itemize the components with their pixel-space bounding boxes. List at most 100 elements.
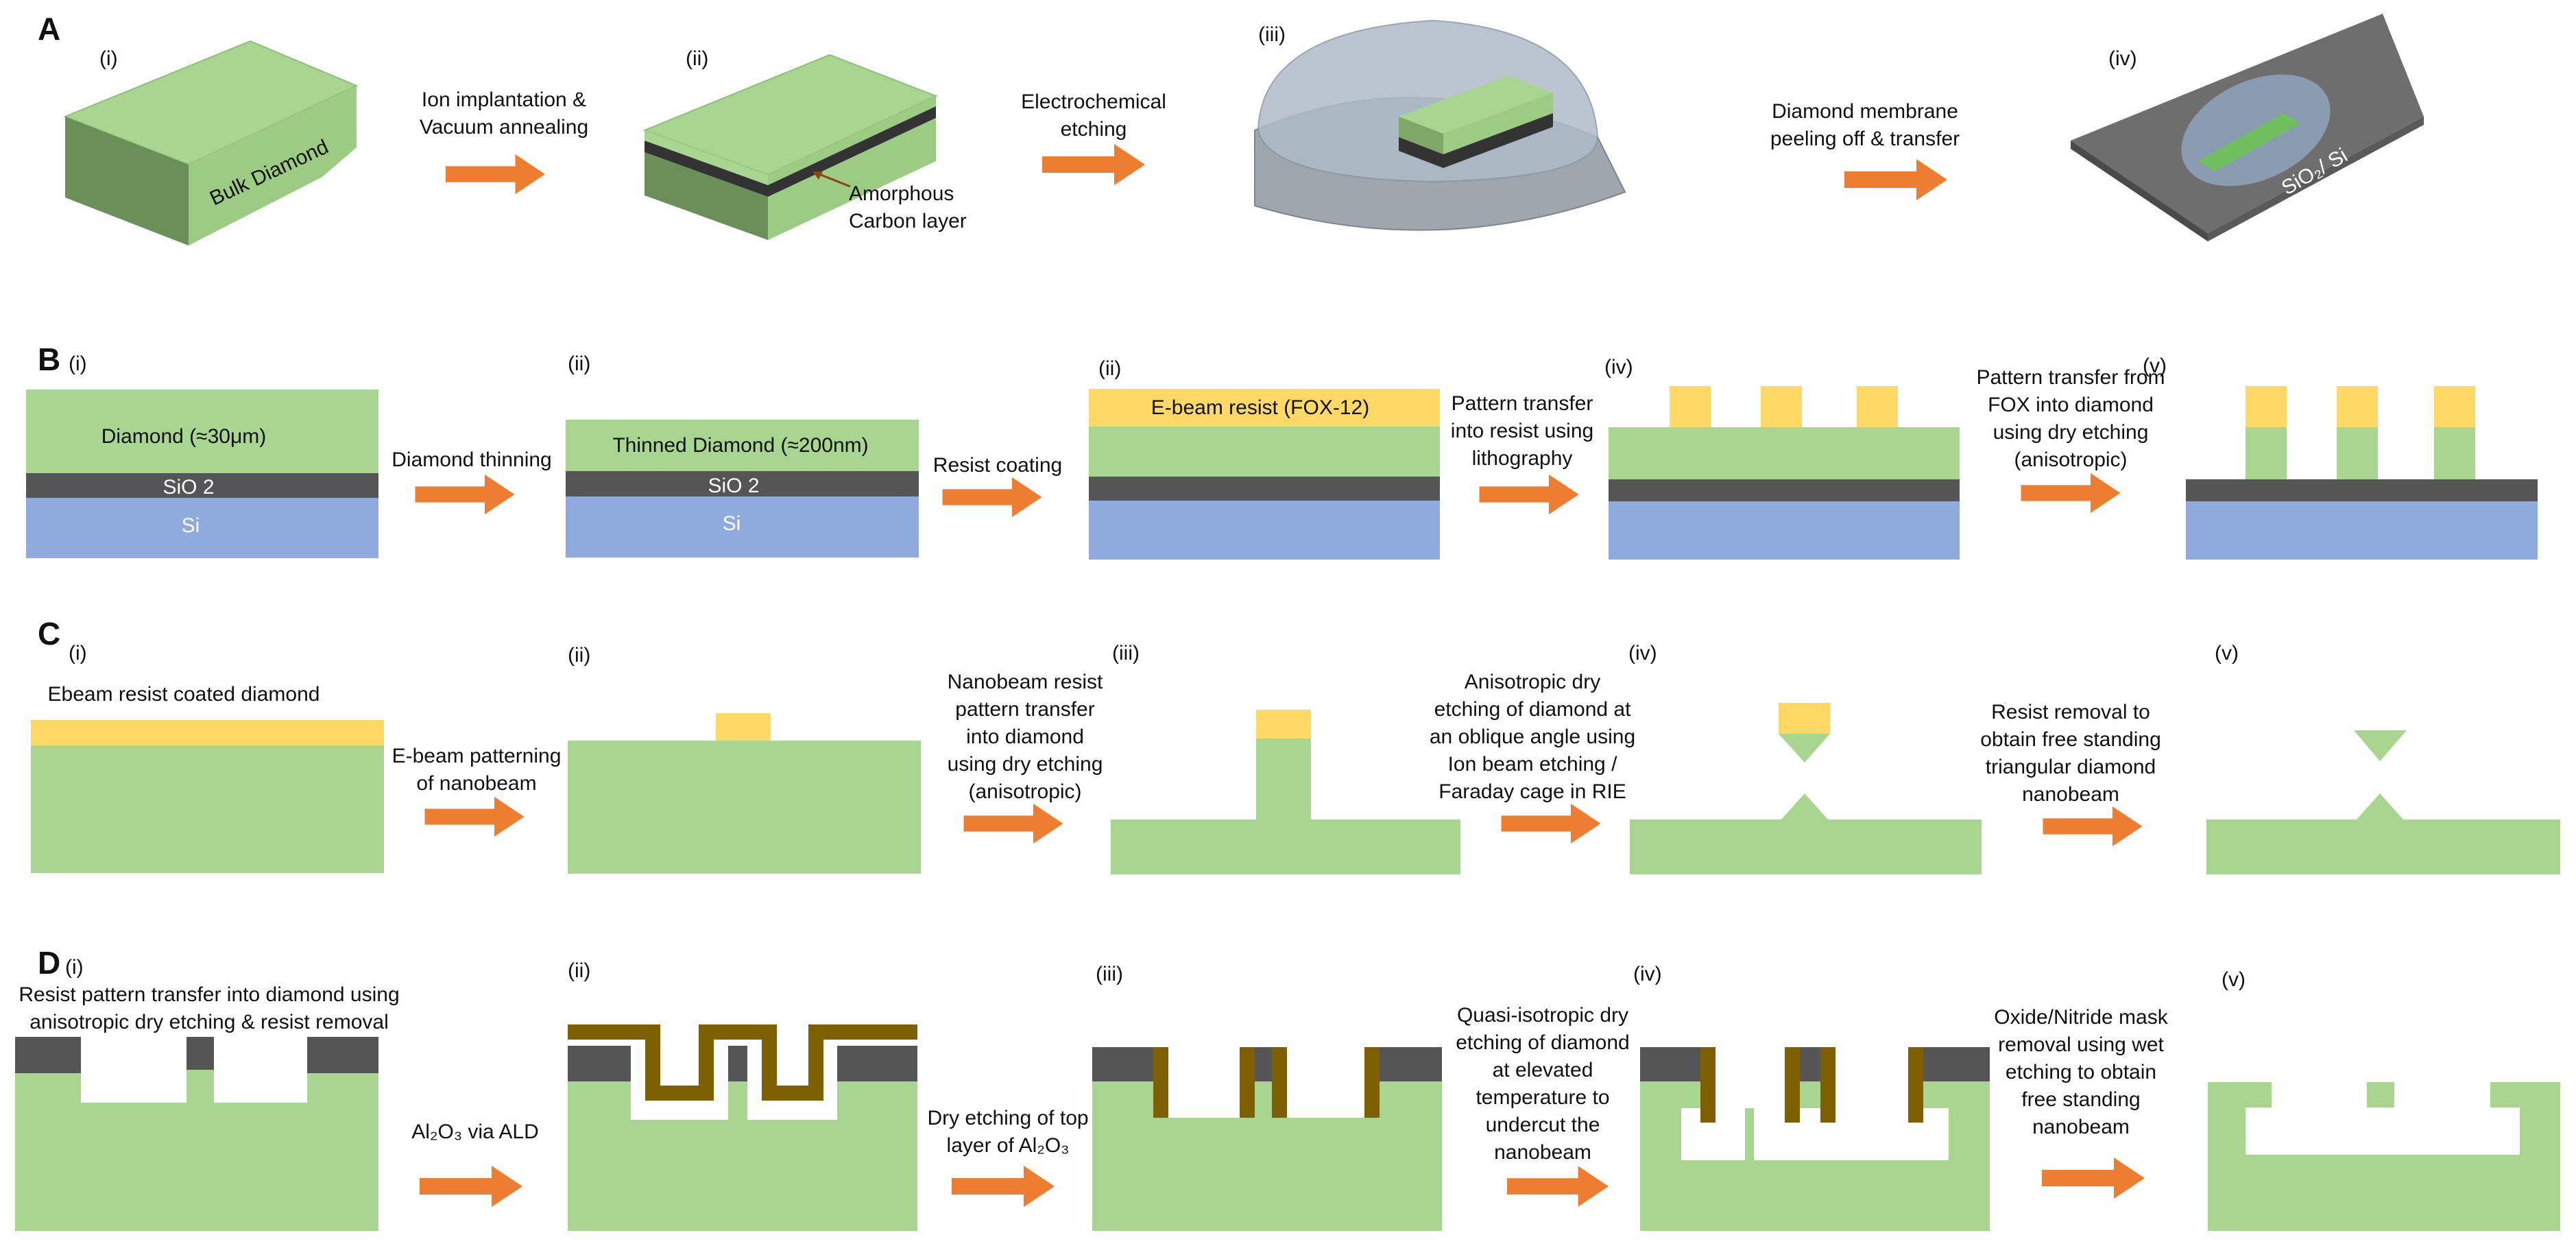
step-number: (v) [2215, 642, 2239, 664]
callout-label: Amorphous [849, 182, 954, 205]
resist-pillar [2337, 386, 2378, 427]
hard-mask [186, 1037, 214, 1070]
membrane-front-dark [1399, 137, 1443, 168]
panel-c-i: (i) Ebeam resist coated diamond [31, 642, 384, 873]
hard-mask [1640, 1047, 1702, 1081]
si-layer-label: Si [182, 514, 200, 537]
row-letter-d: D [38, 945, 60, 981]
diamond-substrate-with-ridge [2206, 793, 2560, 874]
arrow-a-3: Diamond membrane peeling off & transfer [1770, 100, 1960, 200]
panel-d-v: (v) [2208, 968, 2560, 1231]
arrow-label: Pattern transfer [1452, 392, 1593, 415]
step-number: (i) [69, 642, 87, 664]
row-letter-c: C [38, 616, 60, 651]
membrane-side-dark [1443, 113, 1553, 168]
hard-mask [1092, 1047, 1155, 1081]
hard-mask [837, 1046, 917, 1081]
arrow-label: nanobeam [1494, 1141, 1591, 1164]
row-a: A (i) Bulk Diamond Ion implantation & Va… [38, 11, 2424, 245]
nanobeam-resist [1779, 703, 1830, 734]
si-layer-label: Si [723, 512, 741, 535]
process-arrow [1507, 1166, 1609, 1207]
process-arrow [1501, 804, 1601, 843]
diamond-layer [26, 390, 378, 473]
thinned-diamond-label: Thinned Diamond (≈200nm) [612, 434, 868, 457]
row-letter-b: B [38, 342, 60, 377]
step-number: (iv) [1604, 356, 1633, 379]
arrow-label: E-beam patterning [392, 745, 562, 767]
arrow-d-4: Oxide/Nitride mask removal using wet etc… [1994, 1006, 2169, 1199]
thinned-diamond-layer [566, 420, 919, 471]
step-number: (i) [99, 47, 118, 70]
panel-c-v: (v) [2206, 642, 2560, 874]
arrow-c-3: Anisotropic dry etching of diamond at an… [1430, 671, 1635, 843]
hard-mask [1800, 1047, 1820, 1081]
ebeam-resist-layer [1089, 389, 1440, 427]
resist-pillar [1670, 386, 1711, 427]
panel-d-iv: (iv) [1633, 963, 1990, 1231]
step-number: (ii) [686, 47, 708, 70]
arrow-label: Pattern transfer from [1976, 366, 2165, 389]
arrow-label: (anisotropic) [968, 780, 1081, 803]
arrow-d-2: Dry etching of top layer of Al₂O₃ [927, 1107, 1089, 1207]
arrow-label: pattern transfer [955, 698, 1094, 721]
arrow-label: lithography [1472, 447, 1573, 470]
final-diamond-structure [2208, 1082, 2560, 1231]
arrow-d-3: Quasi-isotropic dry etching of diamond a… [1456, 1004, 1630, 1207]
panel-c-iv: (iv) [1628, 642, 1982, 874]
arrow-label: at elevated [1493, 1059, 1593, 1081]
panel-b-i: (i) Diamond (≈30μm) SiO 2 Si [26, 352, 378, 558]
arrow-label: peeling off & transfer [1770, 128, 1960, 150]
resist-pillar [1761, 386, 1802, 427]
alumina-sidewall [1153, 1047, 1168, 1118]
arrow-label: Electrochemical [1021, 91, 1166, 113]
arrow-label: using dry etching [948, 753, 1103, 776]
process-arrow [446, 154, 545, 194]
triangular-nanobeam [1779, 734, 1830, 763]
step-number: (iii) [1096, 963, 1123, 985]
process-arrow [1844, 159, 1947, 200]
arrow-label: etching of diamond at [1434, 698, 1632, 721]
arrow-label: FOX into diamond [1988, 394, 2154, 416]
sio2-layer [2186, 479, 2538, 501]
etched-diamond-nanobeam [1111, 739, 1460, 874]
arrow-label: (anisotropic) [2014, 448, 2127, 471]
panel-label: Resist pattern transfer into diamond usi… [19, 983, 399, 1006]
process-arrow [2021, 473, 2121, 513]
arrow-label: etching [1061, 118, 1127, 141]
patterned-diamond [15, 1070, 378, 1231]
process-arrow [1042, 144, 1145, 185]
panel-a-i: (i) Bulk Diamond [63, 40, 359, 245]
callout-label: Carbon layer [849, 210, 967, 232]
arrow-label: Quasi-isotropic dry [1457, 1004, 1628, 1027]
step-number: (ii) [568, 352, 590, 375]
process-arrow [424, 797, 525, 837]
arrow-c-2: Nanobeam resist pattern transfer into di… [948, 671, 1103, 843]
arrow-c-1: E-beam patterning of nanobeam [392, 745, 562, 837]
arrow-label: Oxide/Nitride mask [1994, 1006, 2168, 1029]
process-arrow [1479, 475, 1579, 514]
diamond-pillar [2434, 427, 2475, 479]
arrow-b-2: Resist coating [933, 454, 1062, 517]
panel-d-i: (i) Resist pattern transfer into diamond… [15, 956, 400, 1231]
si-layer [2186, 501, 2538, 560]
panel-b-iv: (iv) [1604, 356, 1960, 560]
arrow-label: an oblique angle using [1430, 726, 1635, 748]
alumina-sidewall [1908, 1047, 1923, 1123]
process-arrow [2042, 1158, 2145, 1199]
hard-mask [1253, 1047, 1274, 1081]
arrow-label: Dry etching of top [927, 1107, 1088, 1129]
callout-leader [815, 171, 851, 188]
panel-b-iii: (ii) E-beam resist (FOX-12) [1089, 357, 1440, 560]
arrow-b-1: Diamond thinning [392, 448, 552, 514]
sio2-layer [566, 471, 919, 496]
diamond-pillar [2337, 427, 2378, 479]
arrow-label: into diamond [966, 726, 1084, 748]
row-letter-a: A [38, 11, 60, 47]
step-number: (ii) [1098, 357, 1121, 380]
patterned-diamond [1092, 1081, 1442, 1231]
step-number: (iii) [1112, 642, 1140, 664]
arrow-label: free standing [2021, 1088, 2140, 1111]
step-number: (v) [2143, 355, 2167, 377]
